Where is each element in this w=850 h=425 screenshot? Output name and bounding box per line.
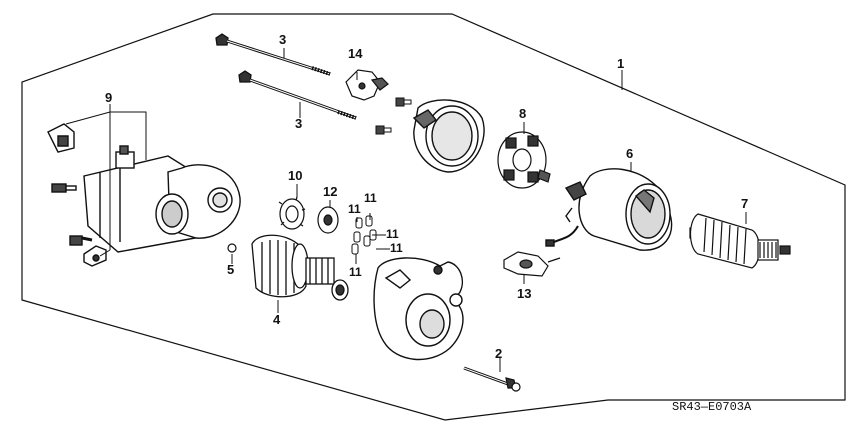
callout-5: 5 bbox=[227, 262, 234, 277]
callout-13: 13 bbox=[517, 286, 531, 301]
solenoid-housing bbox=[47, 123, 241, 267]
callout-10: 10 bbox=[288, 168, 302, 183]
diagram-code: SR43—E0703A bbox=[672, 400, 752, 414]
callout-9: 9 bbox=[105, 90, 112, 105]
brush-bracket bbox=[345, 69, 389, 101]
callout-11-e: 11 bbox=[349, 265, 362, 279]
callout-14: 14 bbox=[348, 46, 363, 61]
callout-4: 4 bbox=[273, 312, 281, 327]
callout-11-a: 11 bbox=[364, 191, 377, 205]
small-screw-upper bbox=[395, 97, 412, 107]
armature bbox=[689, 213, 791, 269]
callout-labels: 1 2 3 3 4 5 6 7 8 9 10 11 11 11 11 11 12… bbox=[105, 32, 748, 361]
sun-gear bbox=[317, 206, 339, 234]
callout-7: 7 bbox=[741, 196, 748, 211]
overrunning-clutch bbox=[251, 234, 349, 301]
through-bolt-lower bbox=[238, 70, 357, 120]
callout-3-lower: 3 bbox=[295, 116, 302, 131]
end-cover bbox=[412, 99, 485, 173]
callout-3-upper: 3 bbox=[279, 32, 286, 47]
drive-end-housing bbox=[373, 257, 464, 361]
yoke-housing bbox=[545, 168, 673, 251]
brush-terminal bbox=[503, 251, 561, 277]
assembly-boundary bbox=[21, 13, 846, 421]
mounting-bolt bbox=[463, 366, 521, 392]
callout-8: 8 bbox=[519, 106, 526, 121]
callout-11-c: 11 bbox=[386, 227, 399, 241]
planetary-gear bbox=[278, 196, 306, 230]
leader-lines bbox=[65, 48, 747, 372]
steel-ball bbox=[227, 243, 237, 253]
brush-holder bbox=[497, 131, 551, 189]
callout-11-d: 11 bbox=[390, 241, 403, 255]
small-screw-lower bbox=[375, 125, 392, 135]
callout-12: 12 bbox=[323, 184, 337, 199]
callout-1: 1 bbox=[617, 56, 624, 71]
callout-6: 6 bbox=[626, 146, 633, 161]
callout-11-b: 11 bbox=[348, 202, 361, 216]
through-bolt-upper bbox=[215, 33, 331, 76]
callout-2: 2 bbox=[495, 346, 502, 361]
